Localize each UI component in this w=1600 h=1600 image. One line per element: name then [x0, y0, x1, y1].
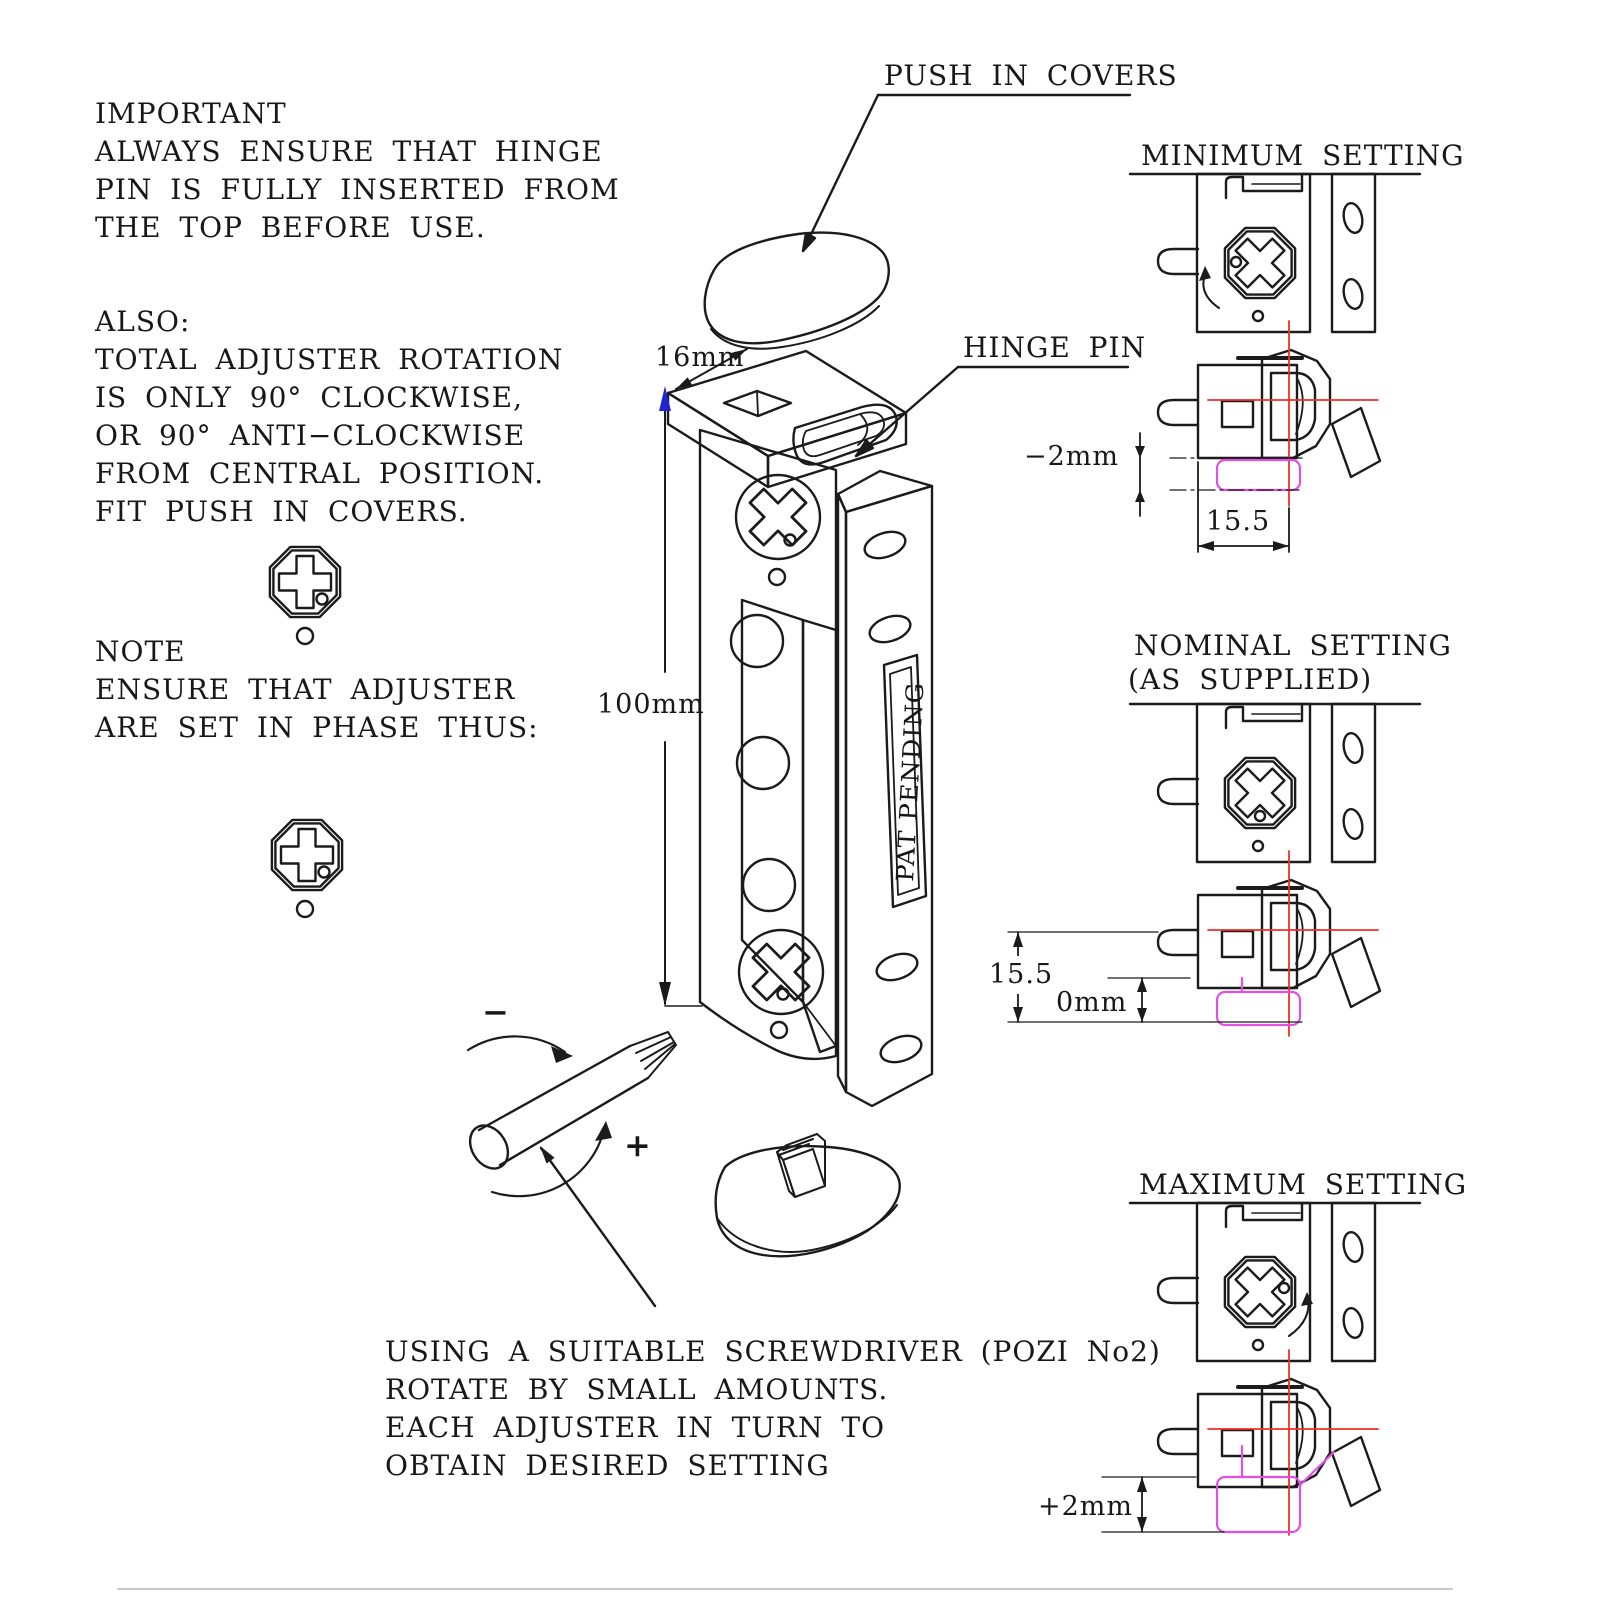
square-hole: [722, 389, 793, 418]
hinge-pin-socket: [792, 403, 898, 466]
instruction-line: OBTAIN DESIRED SETTING: [385, 1449, 830, 1482]
dimension-100mm-label: 100mm: [597, 689, 705, 720]
nominal-setting-subtitle: (AS SUPPLIED): [1128, 663, 1373, 696]
nominal-offset-label: 0mm: [1056, 987, 1128, 1018]
screw-slot: [863, 530, 907, 560]
maximum-offset-label: +2mm: [1038, 1491, 1134, 1522]
push-in-covers-callout: PUSH IN COVERS: [884, 59, 1178, 92]
blue-arrowhead: [659, 386, 671, 411]
highlight-outline: [1215, 458, 1302, 492]
also-note-line: FROM CENTRAL POSITION.: [95, 457, 545, 490]
phase-indicator-dot: [1229, 255, 1243, 269]
highlight-outline: [1215, 990, 1302, 1027]
instruction-line: USING A SUITABLE SCREWDRIVER (POZI No2): [385, 1335, 1161, 1368]
phase-note-line: ARE SET IN PHASE THUS:: [95, 711, 539, 744]
hinge-pin-leader-line: [854, 365, 1130, 458]
screw-slot: [875, 952, 919, 982]
push-in-cover-top: [703, 231, 890, 350]
rotation-arrows: [466, 1035, 612, 1198]
hinge-body: [698, 428, 838, 1061]
also-note-line: FIT PUSH IN COVERS.: [95, 495, 468, 528]
rotation-plus-sign: +: [624, 1126, 652, 1164]
maximum-setting-title: MAXIMUM SETTING: [1139, 1168, 1468, 1201]
push-in-covers-leader-line: [801, 93, 1132, 253]
screw-slot: [879, 1034, 923, 1064]
dimension-15-5-min: [1197, 461, 1290, 553]
instruction-line: ROTATE BY SMALL AMOUNTS.: [385, 1373, 889, 1406]
dimension-minus-2mm: [1135, 432, 1145, 517]
hinge-pin-callout: HINGE PIN: [963, 331, 1147, 364]
dimension-0mm: [1107, 977, 1191, 1023]
screwdriver: [466, 1031, 677, 1308]
adjuster-phase-icon-2: [270, 818, 344, 919]
also-note-line: TOTAL ADJUSTER ROTATION: [95, 343, 564, 376]
adjuster-screw-top: [734, 473, 822, 587]
dimension-plus-2mm: [1101, 1476, 1225, 1533]
hinge-knuckle: [729, 613, 785, 669]
minimum-offset-label: −2mm: [1024, 441, 1120, 472]
nominal-height-label: 15.5: [986, 956, 1057, 994]
instruction-line: EACH ADJUSTER IN TURN TO: [385, 1411, 886, 1444]
important-note-line: ALWAYS ENSURE THAT HINGE: [95, 135, 603, 168]
push-in-cover-bottom: [714, 1133, 901, 1258]
highlight-outline: [1215, 1475, 1302, 1534]
cover-clip: [776, 1133, 826, 1198]
nominal-setting-title: NOMINAL SETTING: [1134, 629, 1452, 662]
hinge-side-plate: PAT PENDING: [836, 469, 934, 1108]
dimension-100mm: [659, 386, 703, 1007]
phase-note-line: NOTE: [95, 635, 186, 668]
phase-indicator-dot: [1253, 809, 1267, 823]
also-note-line: IS ONLY 90° CLOCKWISE,: [95, 381, 523, 414]
phase-note-line: ENSURE THAT ADJUSTER: [95, 673, 516, 706]
adjuster-phase-icon-1: [268, 545, 342, 646]
important-note-line: IMPORTANT: [95, 97, 287, 130]
hinge-knuckle: [741, 857, 797, 913]
screw-slot: [868, 614, 912, 644]
screwdriver-leader-line: [539, 1146, 657, 1308]
rotation-minus-sign: −: [482, 993, 510, 1031]
minimum-backset-label: 15.5: [1206, 506, 1271, 537]
dimension-16mm: [675, 348, 748, 390]
minimum-setting-title: MINIMUM SETTING: [1141, 139, 1465, 172]
important-note-line: PIN IS FULLY INSERTED FROM: [95, 173, 620, 206]
setting-panel-minimum: [1130, 174, 1420, 553]
dimension-16mm-label: 16mm: [655, 342, 745, 373]
setting-panel-maximum: [1101, 1203, 1420, 1537]
hinge-knuckle: [735, 735, 791, 791]
adjuster-screw-bottom: [737, 928, 825, 1040]
important-note-line: THE TOP BEFORE USE.: [95, 211, 486, 244]
also-note-line: ALSO:: [95, 305, 191, 338]
hinge-body-head: [666, 349, 908, 489]
pozi-bit: [629, 1031, 677, 1079]
also-note-line: OR 90° ANTI−CLOCKWISE: [95, 419, 526, 452]
phase-indicator-dot: [1277, 1281, 1291, 1295]
